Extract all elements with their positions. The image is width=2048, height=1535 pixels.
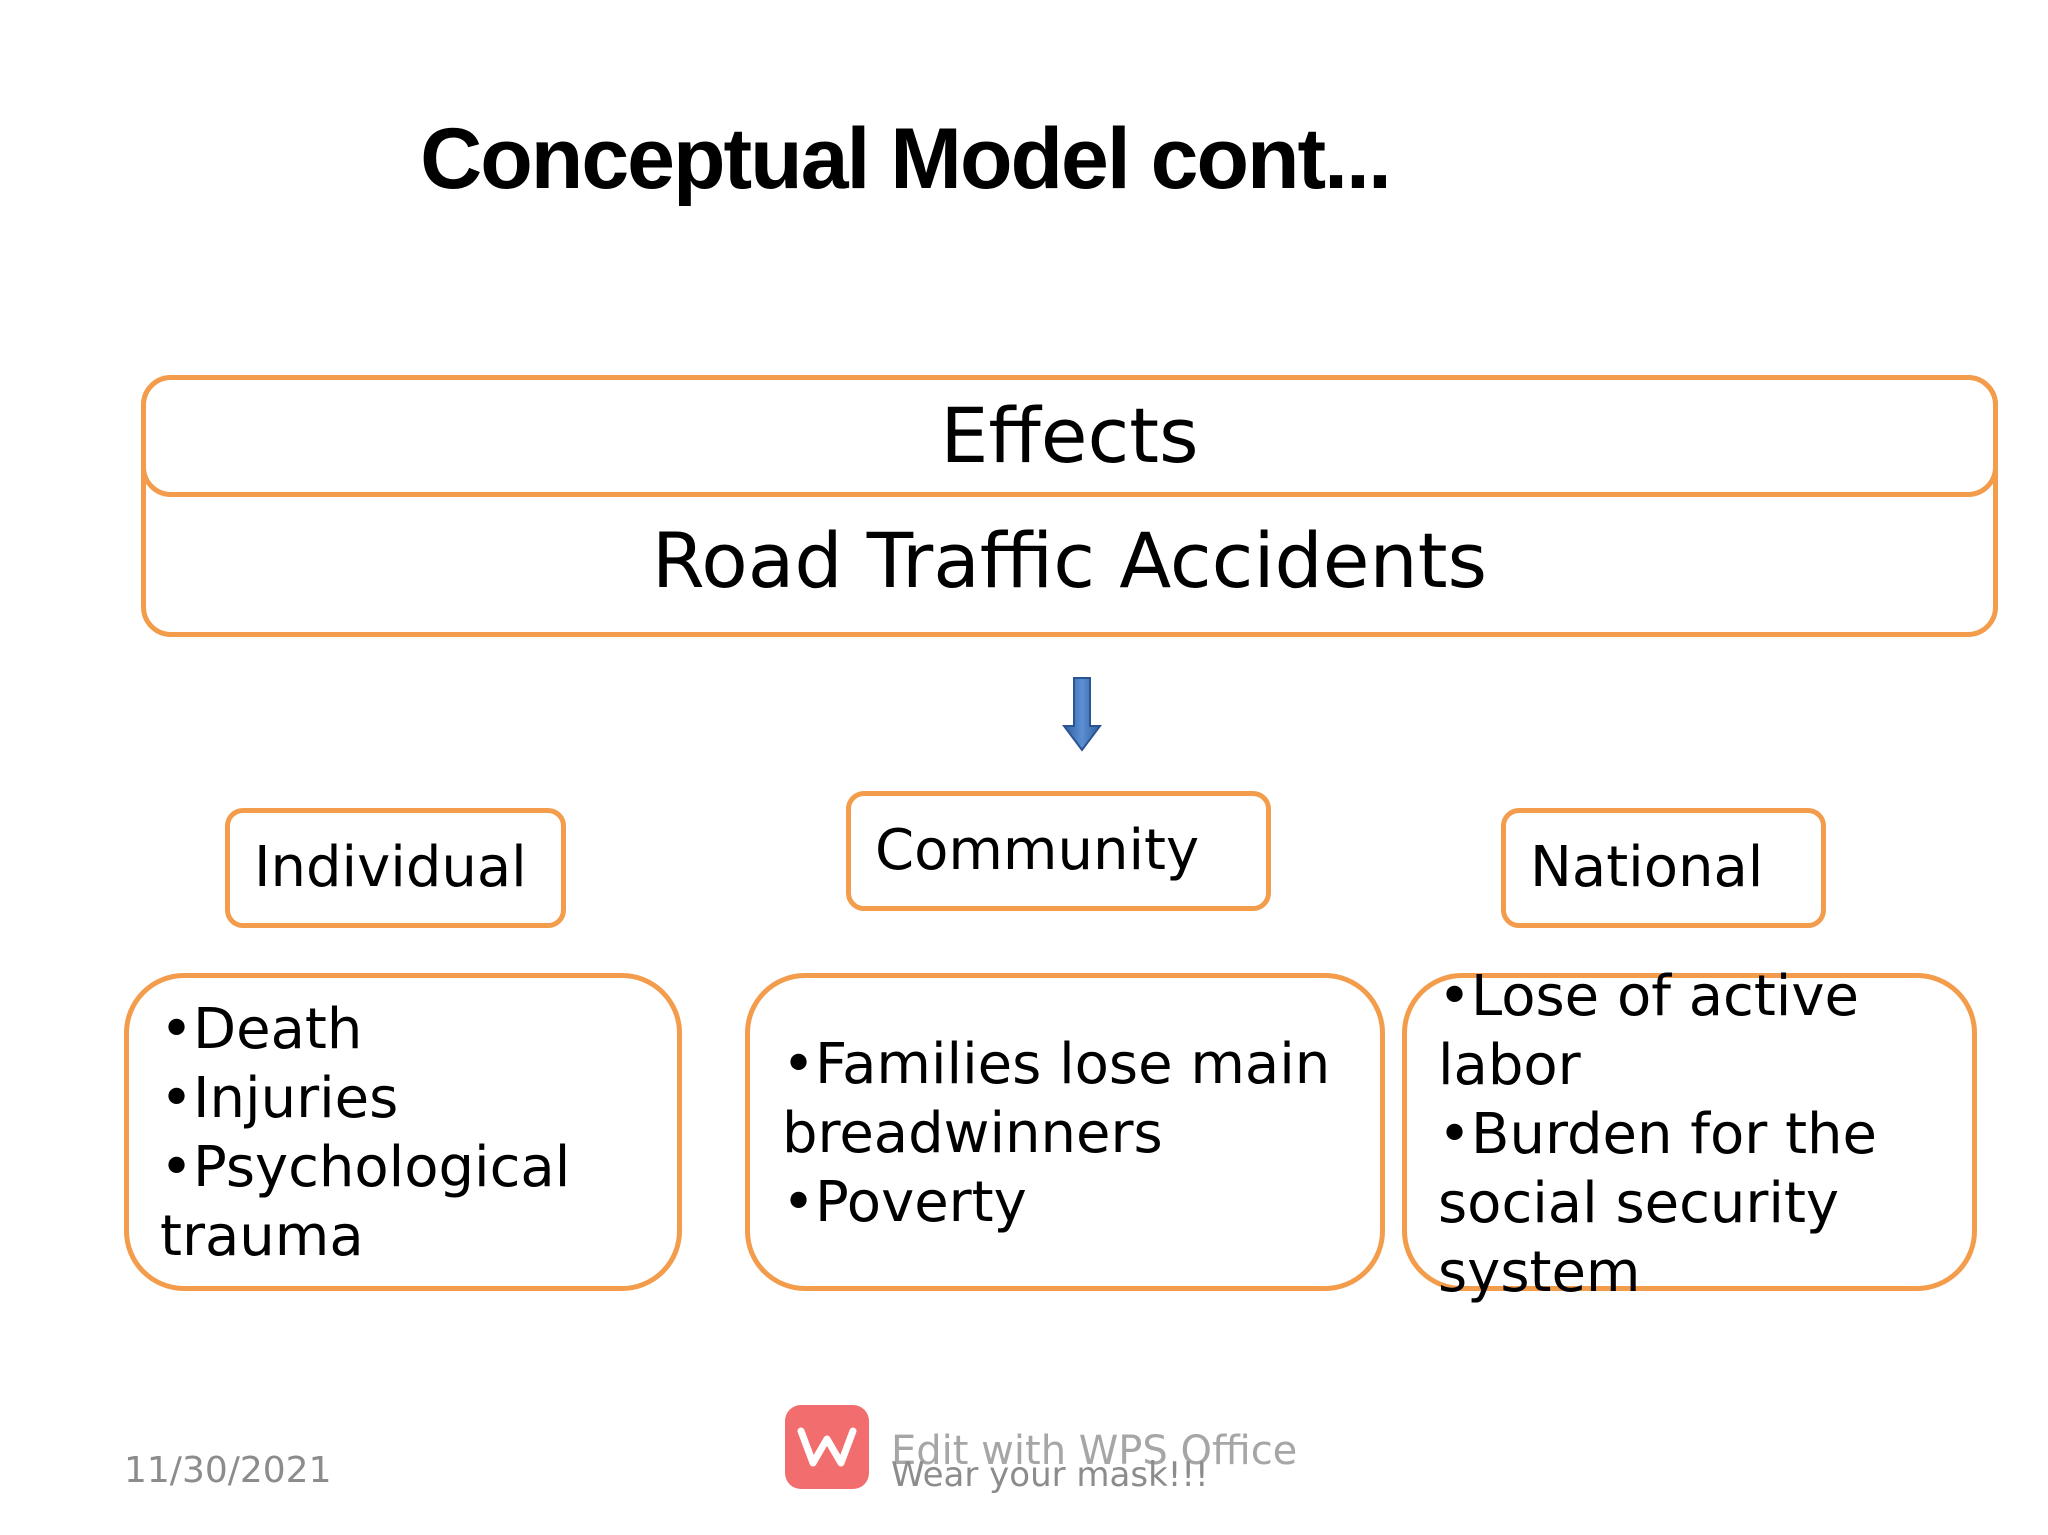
individual-effects-box <box>124 973 682 1291</box>
list-item: trauma <box>160 1204 364 1269</box>
effects-box: Effects <box>141 375 1998 497</box>
national-effects-list: •Lose of active labor •Burden for the so… <box>1438 962 1877 1307</box>
list-item: system <box>1438 1240 1641 1305</box>
list-item: •Death <box>160 997 363 1062</box>
category-national: National <box>1501 808 1826 928</box>
list-item: •Poverty <box>782 1170 1027 1235</box>
list-item: breadwinners <box>782 1101 1163 1166</box>
individual-effects-list: •Death •Injuries •Psychological trauma <box>160 995 570 1271</box>
wps-edit-watermark[interactable]: Edit with WPS Office <box>891 1428 1298 1474</box>
list-item: •Families lose main <box>782 1032 1331 1097</box>
category-individual-label: Individual <box>254 835 527 900</box>
community-effects-list: •Families lose main breadwinners •Povert… <box>782 1030 1330 1237</box>
road-traffic-accidents-label: Road Traffic Accidents <box>651 516 1488 605</box>
community-effects-box <box>745 973 1385 1291</box>
list-item: •Injuries <box>160 1066 399 1131</box>
down-arrow-icon <box>1062 677 1102 752</box>
slide-date: 11/30/2021 <box>124 1450 332 1491</box>
wps-logo-icon[interactable] <box>785 1405 869 1489</box>
list-item: •Burden for the <box>1438 1102 1877 1167</box>
category-community: Community <box>846 791 1271 911</box>
footer-note: Wear your mask!!! <box>891 1455 1209 1495</box>
list-item: social security <box>1438 1171 1840 1236</box>
category-individual: Individual <box>225 808 566 928</box>
slide-title: Conceptual Model cont... <box>420 111 1392 207</box>
category-community-label: Community <box>875 818 1200 883</box>
effects-label: Effects <box>940 391 1199 480</box>
list-item: labor <box>1438 1033 1581 1098</box>
list-item: •Psychological <box>160 1135 571 1200</box>
list-item: •Lose of active <box>1438 964 1859 1029</box>
category-national-label: National <box>1530 835 1764 900</box>
national-effects-box <box>1402 973 1977 1291</box>
wps-w-glyph <box>797 1427 857 1467</box>
